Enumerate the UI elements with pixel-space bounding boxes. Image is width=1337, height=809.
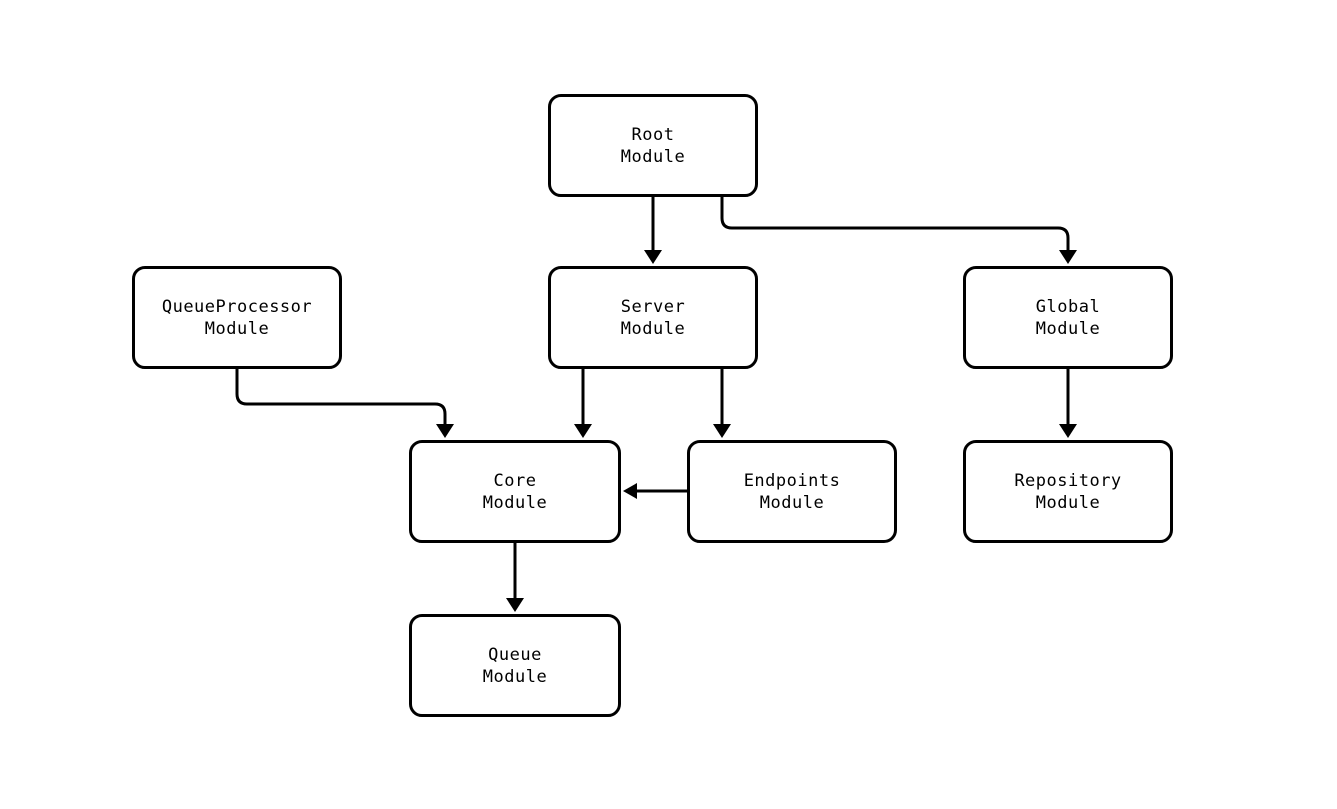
arrowheads-group bbox=[436, 250, 1077, 612]
node-global-module[interactable]: Global Module bbox=[963, 266, 1173, 369]
node-repository-module-line2: Module bbox=[1035, 492, 1101, 513]
node-root-module-line2: Module bbox=[620, 146, 686, 167]
node-global-module-line2: Module bbox=[1035, 318, 1101, 339]
node-root-module-line1: Root bbox=[631, 124, 675, 145]
arrowhead-core-queue bbox=[506, 598, 524, 612]
node-core-module-line1: Core bbox=[493, 470, 537, 491]
edge-queueprocessor-core bbox=[235, 369, 447, 426]
node-repository-module-line1: Repository bbox=[1014, 470, 1122, 491]
arrowhead-server-endpoints bbox=[713, 424, 731, 438]
node-server-module[interactable]: Server Module bbox=[548, 266, 758, 369]
node-endpoints-module-line1: Endpoints bbox=[743, 470, 841, 491]
node-queue-module[interactable]: Queue Module bbox=[409, 614, 621, 717]
edge-root-global bbox=[720, 197, 1070, 252]
arrowhead-root-global bbox=[1059, 250, 1077, 264]
arrowhead-endpoints-core bbox=[623, 483, 637, 499]
node-root-module[interactable]: Root Module bbox=[548, 94, 758, 197]
node-server-module-line2: Module bbox=[620, 318, 686, 339]
node-endpoints-module-line2: Module bbox=[759, 492, 825, 513]
arrowhead-global-repository bbox=[1059, 424, 1077, 438]
arrowhead-queueprocessor-core bbox=[436, 424, 454, 438]
node-queueprocessor-module[interactable]: QueueProcessor Module bbox=[132, 266, 342, 369]
node-queueprocessor-module-line1: QueueProcessor bbox=[161, 296, 313, 317]
node-global-module-line1: Global bbox=[1035, 296, 1101, 317]
node-repository-module[interactable]: Repository Module bbox=[963, 440, 1173, 543]
arrowhead-root-server bbox=[644, 250, 662, 264]
node-core-module-line2: Module bbox=[482, 492, 548, 513]
node-core-module[interactable]: Core Module bbox=[409, 440, 621, 543]
node-endpoints-module[interactable]: Endpoints Module bbox=[687, 440, 897, 543]
node-queueprocessor-module-line2: Module bbox=[204, 318, 270, 339]
node-queue-module-line1: Queue bbox=[488, 644, 542, 665]
node-server-module-line1: Server bbox=[620, 296, 686, 317]
node-queue-module-line2: Module bbox=[482, 666, 548, 687]
arrowhead-server-core bbox=[574, 424, 592, 438]
edges-group bbox=[235, 197, 1070, 600]
